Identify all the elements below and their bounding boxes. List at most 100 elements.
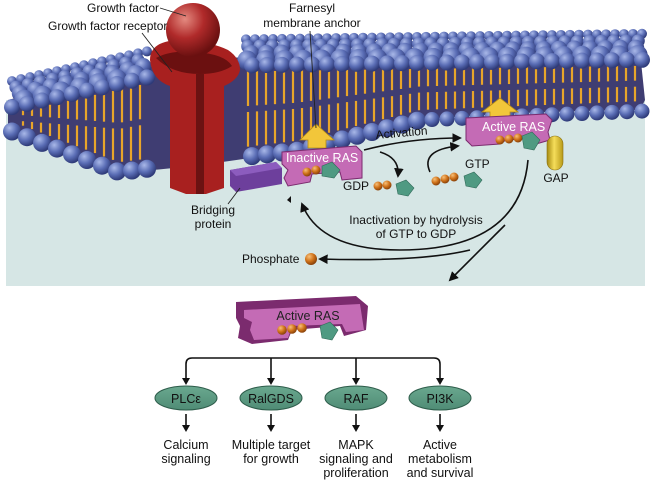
lipid-head xyxy=(258,145,276,164)
active-ras-free xyxy=(236,296,368,344)
lipid-head xyxy=(244,57,260,74)
gdp-label: GDP xyxy=(343,179,369,193)
lipid-head xyxy=(63,145,81,164)
effector-outcome-arrowhead xyxy=(436,425,444,432)
inactivation-arrow xyxy=(300,159,529,251)
lipid-head xyxy=(394,55,410,72)
lipid-head xyxy=(424,54,440,71)
effector-name: RAF xyxy=(344,392,369,406)
farnesyl-leader xyxy=(309,30,317,129)
farnesyl-anchor-inactive xyxy=(299,123,336,149)
lipid-head xyxy=(544,53,560,70)
bridging-leader xyxy=(227,187,241,205)
lipid-head xyxy=(634,103,650,119)
lipid-head xyxy=(469,54,485,71)
lipid-head xyxy=(138,159,156,178)
active-ras-free-label: Active RAS xyxy=(276,309,339,323)
effector-outcome-text: Calcium xyxy=(163,438,208,452)
lipid-head xyxy=(559,52,575,69)
bridging-protein xyxy=(230,162,282,192)
branch-arrowhead xyxy=(352,378,360,385)
lipid-head xyxy=(589,105,605,121)
effector-outcome-text: proliferation xyxy=(323,466,388,480)
lipid-tails xyxy=(21,65,637,162)
effector-outcome-arrowhead xyxy=(352,425,360,432)
active-ras-membrane xyxy=(465,113,553,151)
lipid-head xyxy=(499,53,515,70)
inactive-ras xyxy=(281,145,363,187)
effector-outcome-text: signaling and xyxy=(319,452,393,466)
effector-name: PI3K xyxy=(426,392,454,406)
gtp-binding-arrow xyxy=(427,142,460,173)
effector-outcome-text: signaling xyxy=(161,452,210,466)
lipid-head xyxy=(604,104,620,120)
lipid-head xyxy=(529,53,545,70)
lipid-head xyxy=(363,123,381,141)
lipid-head xyxy=(634,51,650,68)
effector-node xyxy=(324,385,388,411)
lipid-head xyxy=(94,79,110,96)
lipid-head xyxy=(259,57,275,74)
lipid-head xyxy=(364,55,380,72)
lipid-head xyxy=(123,161,141,180)
inactive-ras-label: Inactive RAS xyxy=(286,151,358,165)
lipid-head xyxy=(574,52,590,69)
effector-outcome-arrowhead xyxy=(182,425,190,432)
lipid-head xyxy=(348,126,366,145)
phosphate-label: Phosphate xyxy=(242,252,300,266)
lipid-head xyxy=(439,111,455,127)
growth-factor-label: Growth factor xyxy=(87,1,159,15)
lipid-head xyxy=(604,52,620,69)
lipid-head xyxy=(18,128,36,147)
bridging-label-line2: protein xyxy=(195,217,232,231)
lipid-head xyxy=(48,139,66,158)
lipid-head xyxy=(34,92,50,109)
effector-outcome-text: metabolism xyxy=(408,452,472,466)
lipid-head xyxy=(559,106,575,122)
lipid-head xyxy=(319,56,335,73)
inactivation-label-line2: of GTP to GDP xyxy=(376,227,456,241)
lipid-head xyxy=(393,115,411,134)
branch-arrowheads xyxy=(182,378,444,385)
lipid-head xyxy=(619,104,635,120)
growth-factor-ligand xyxy=(166,3,220,57)
activation-arrow xyxy=(363,133,462,151)
lipid-head xyxy=(424,112,440,128)
lipid-head xyxy=(3,122,21,141)
lipid-head xyxy=(108,162,126,181)
inactivation-label-line1: Inactivation by hydrolysis xyxy=(349,213,482,227)
effector-name: PLCε xyxy=(171,392,201,406)
receptor-leader xyxy=(141,32,173,73)
lipid-head xyxy=(454,54,470,71)
lipid-head xyxy=(78,151,96,170)
effector-outcome-arrowhead xyxy=(267,425,275,432)
branch-arrowhead xyxy=(182,378,190,385)
effector-outcome-text: MAPK xyxy=(338,438,374,452)
lipid-head xyxy=(139,69,155,86)
lipid-head xyxy=(379,55,395,72)
farnesyl-label-line1: Farnesyl xyxy=(289,1,335,15)
gtp-molecule xyxy=(431,171,483,189)
gtp-label: GTP xyxy=(465,157,490,171)
growth-factor-receptor xyxy=(150,40,240,194)
lipid-head xyxy=(408,111,426,130)
lipid-head xyxy=(124,72,140,89)
lipid-head xyxy=(274,56,290,73)
lipid-head xyxy=(64,85,80,102)
lipid-head xyxy=(333,130,351,149)
cell-membrane xyxy=(3,28,650,181)
lipid-head xyxy=(142,46,152,57)
effector-name: RalGDS xyxy=(248,392,294,406)
lipid-head xyxy=(33,133,51,152)
lipid-head xyxy=(589,52,605,69)
effector-outcome-text: and survival xyxy=(407,466,474,480)
active-ras-membrane-label: Active RAS xyxy=(482,120,545,134)
lipid-head xyxy=(619,52,635,69)
effector-outcome-text: Multiple target xyxy=(232,438,311,452)
lipid-head xyxy=(484,53,500,70)
farnesyl-label-line2: membrane anchor xyxy=(263,16,360,30)
